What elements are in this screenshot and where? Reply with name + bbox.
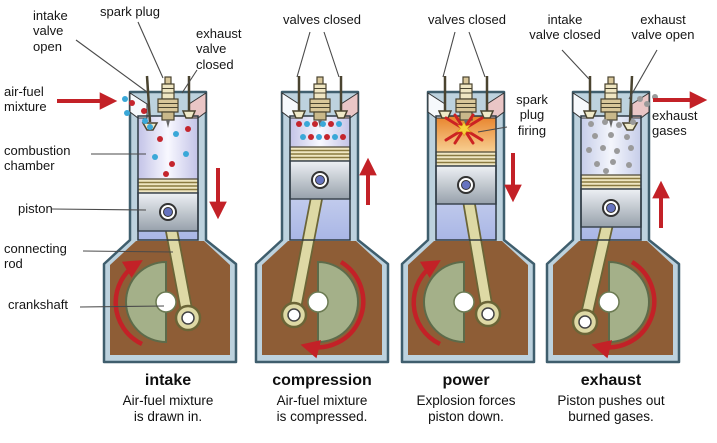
crank-rotation-arrow: [411, 260, 441, 347]
engine-power-diagram: [400, 76, 536, 364]
spark-plug: [157, 76, 179, 128]
engine-intake-diagram: [102, 75, 238, 364]
leader-valves-closed-2-right: [323, 31, 340, 78]
piston-rings: [581, 177, 641, 187]
connecting-rod: [289, 175, 325, 320]
label-combustion-chamber: combustion chamber: [4, 143, 71, 174]
caption-intake: intake Air-fuel mixture is drawn in.: [88, 372, 248, 426]
fuel-dots-blue: [300, 121, 342, 140]
wrist-pin-center: [315, 175, 325, 185]
spark-plug: [455, 76, 477, 128]
crankshaft-journal: [307, 291, 329, 313]
counterweight: [317, 260, 359, 344]
caption-intake-desc: Air-fuel mixture is drawn in.: [122, 393, 214, 425]
crank-pin: [578, 315, 592, 329]
leader-spark-plug: [137, 21, 164, 79]
label-crankshaft: crankshaft: [8, 297, 68, 312]
counterweight: [608, 260, 650, 344]
counterweight: [125, 260, 167, 344]
label-piston: piston: [18, 201, 53, 216]
crankshaft-journal: [155, 291, 177, 313]
wrist-pin-center: [606, 203, 616, 213]
exhaust-valve-closed-disc: [181, 110, 197, 119]
leader-valves-closed-3-left: [442, 31, 456, 78]
crank-pin: [481, 307, 495, 321]
fuel-dots-red: [296, 121, 346, 140]
caption-power-title: power: [442, 372, 490, 389]
crank-rotation-arrow: [300, 260, 366, 359]
caption-power: power Explosion forces piston down.: [386, 372, 546, 426]
counterweight: [423, 260, 465, 344]
caption-exhaust: exhaust Piston pushes out burned gases.: [531, 372, 691, 426]
engine-exhaust-diagram: [545, 75, 681, 364]
label-exhaust-valve-open: exhaust valve open: [631, 12, 695, 43]
label-connecting-rod: connecting rod: [4, 241, 67, 272]
caption-compression-title: compression: [272, 372, 372, 389]
crank-rotation-arrow: [113, 260, 143, 347]
caption-exhaust-title: exhaust: [580, 372, 642, 389]
exhaust-valve-closed-disc: [333, 110, 349, 119]
label-spark-plug-firing: spark plug firing: [516, 92, 548, 138]
engine-compression-diagram: [254, 76, 390, 364]
label-valves-closed-power: valves closed: [427, 12, 507, 27]
piston-rings: [436, 154, 496, 164]
crank-pin: [181, 311, 195, 325]
wrist-pin-center: [163, 207, 173, 217]
label-exhaust-valve-closed: exhaust valve closed: [196, 26, 242, 72]
crankshaft-journal: [453, 291, 475, 313]
caption-intake-title: intake: [144, 372, 192, 389]
fuel-dots-red: [129, 100, 191, 177]
spark-plug: [309, 76, 331, 128]
crank-rotation-arrow: [591, 260, 657, 359]
caption-compression-desc: Air-fuel mixture is compressed.: [276, 393, 368, 425]
leader-valves-closed-3-right: [468, 31, 486, 78]
crank-pin: [287, 308, 301, 322]
caption-exhaust-desc: Piston pushes out burned gases.: [557, 393, 665, 425]
connecting-rod: [461, 180, 493, 319]
fuel-dots-blue: [122, 96, 189, 160]
label-valves-closed-compression: valves closed: [282, 12, 362, 27]
spark-flash: [456, 121, 472, 137]
label-intake-valve-open: intake valve open: [33, 8, 68, 54]
intake-valve-closed-disc: [582, 110, 598, 119]
piston-rings: [290, 149, 350, 159]
label-air-fuel-mixture: air-fuel mixture: [4, 84, 47, 115]
label-spark-plug: spark plug: [100, 4, 160, 19]
intake-valve-closed-disc: [291, 110, 307, 119]
exhaust-valve-closed-disc: [479, 110, 495, 119]
piston-rings: [138, 181, 198, 191]
caption-compression: compression Air-fuel mixture is compress…: [242, 372, 402, 426]
wrist-pin-center: [461, 180, 471, 190]
crankshaft-journal: [598, 291, 620, 313]
spark-plug: [600, 76, 622, 128]
leader-valves-closed-2-left: [296, 31, 311, 78]
label-intake-valve-closed: intake valve closed: [529, 12, 601, 43]
label-exhaust-gases: exhaust gases: [652, 108, 698, 139]
caption-power-desc: Explosion forces piston down.: [416, 393, 516, 425]
intake-valve-stem: [145, 75, 152, 123]
